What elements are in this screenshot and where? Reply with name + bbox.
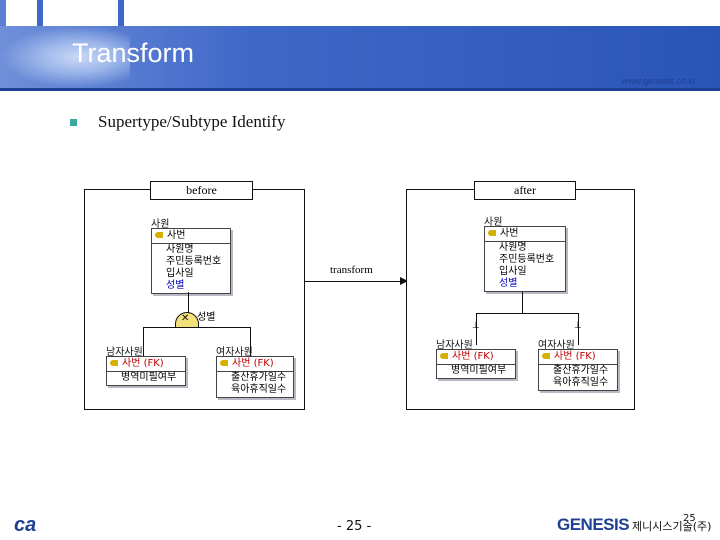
primary-key-row: 사번 (FK) <box>217 357 293 372</box>
primary-key-row: 사번 <box>152 229 230 244</box>
attribute: 사원명 <box>166 244 194 255</box>
connector-line <box>578 313 579 345</box>
key-icon <box>220 360 228 366</box>
transform-label: transform <box>330 264 373 276</box>
bullet-square-icon <box>70 119 77 126</box>
decor-square <box>37 0 43 26</box>
connector-line <box>476 313 477 345</box>
primary-key-row: 사번 <box>485 227 565 242</box>
key-icon <box>488 230 496 236</box>
entity-box: 사번 (FK) 병역미필여부 <box>106 356 186 386</box>
attribute: 성별 <box>166 280 185 291</box>
entity-name: 여자사원 <box>216 347 253 358</box>
entity-name: 남자사원 <box>106 347 143 358</box>
arrow-head-icon <box>400 277 408 285</box>
connector-line <box>250 327 251 356</box>
website-url: www.genesis.co.kr <box>621 76 696 86</box>
bullet-text: Supertype/Subtype Identify <box>98 112 286 131</box>
key-icon <box>155 232 163 238</box>
pk-label: 사번 <box>167 230 186 241</box>
before-label: before <box>150 181 253 200</box>
connector-line <box>522 292 523 313</box>
ca-logo: ca <box>14 514 37 536</box>
one-to-one-icon: ⊥ <box>472 321 480 331</box>
key-icon <box>542 353 550 359</box>
connector-line <box>143 327 251 328</box>
pk-label: 사번 (FK) <box>232 358 274 369</box>
attribute: 출산휴가일수 <box>553 365 609 376</box>
decor-square <box>118 0 124 26</box>
transform-arrow-line <box>304 281 400 282</box>
entity-box: 사번 사원명 주민등록번호 입사일 성별 <box>484 226 566 292</box>
discriminator-label: 성별 <box>197 312 216 323</box>
pk-label: 사번 (FK) <box>122 358 164 369</box>
cross-mark: ✕ <box>181 313 190 324</box>
connector-line <box>476 313 579 314</box>
primary-key-row: 사번 (FK) <box>437 350 515 365</box>
key-icon <box>440 353 448 359</box>
key-icon <box>110 360 118 366</box>
entity-box: 사번 사원명 주민등록번호 입사일 성별 <box>151 228 231 294</box>
attribute: 성별 <box>499 278 518 289</box>
attribute: 출산휴가일수 <box>231 372 287 383</box>
entity-name: 사원 <box>484 217 503 228</box>
attribute: 입사일 <box>499 266 527 277</box>
genesis-company-name: 제니시스기술(주) <box>632 520 712 533</box>
decor-square <box>0 0 6 26</box>
attribute: 육아휴직일수 <box>553 377 609 388</box>
attribute: 주민등록번호 <box>166 256 222 267</box>
connector-line <box>143 327 144 356</box>
attribute: 병역미필여부 <box>121 372 177 383</box>
entity-name: 남자사원 <box>436 340 473 351</box>
pk-label: 사번 <box>500 228 519 239</box>
attribute: 사원명 <box>499 242 527 253</box>
top-bar <box>0 0 720 26</box>
attribute: 주민등록번호 <box>499 254 555 265</box>
one-to-one-icon: ⊥ <box>574 321 582 331</box>
after-label: after <box>474 181 576 200</box>
pk-label: 사번 (FK) <box>452 351 494 362</box>
header-decoration <box>0 26 130 88</box>
slide-title: Transform <box>72 38 195 68</box>
primary-key-row: 사번 (FK) <box>107 357 185 372</box>
company-name: 제니시스기술㈜ <box>625 8 704 22</box>
entity-name: 여자사원 <box>538 340 575 351</box>
connector-line <box>188 292 189 314</box>
entity-name: 사원 <box>151 219 170 230</box>
entity-box: 사번 (FK) 출산휴가일수 육아휴직일수 <box>538 349 618 391</box>
entity-box: 사번 (FK) 병역미필여부 <box>436 349 516 379</box>
header-rule <box>0 88 720 91</box>
page-number: - 25 - <box>337 519 372 534</box>
pk-label: 사번 (FK) <box>554 351 596 362</box>
page-number-small: 25 <box>683 513 696 524</box>
entity-box: 사번 (FK) 출산휴가일수 육아휴직일수 <box>216 356 294 398</box>
attribute: 입사일 <box>166 268 194 279</box>
primary-key-row: 사번 (FK) <box>539 350 617 365</box>
genesis-logo: GENESIS <box>557 515 630 534</box>
attribute: 병역미필여부 <box>451 365 507 376</box>
attribute: 육아휴직일수 <box>231 384 287 395</box>
